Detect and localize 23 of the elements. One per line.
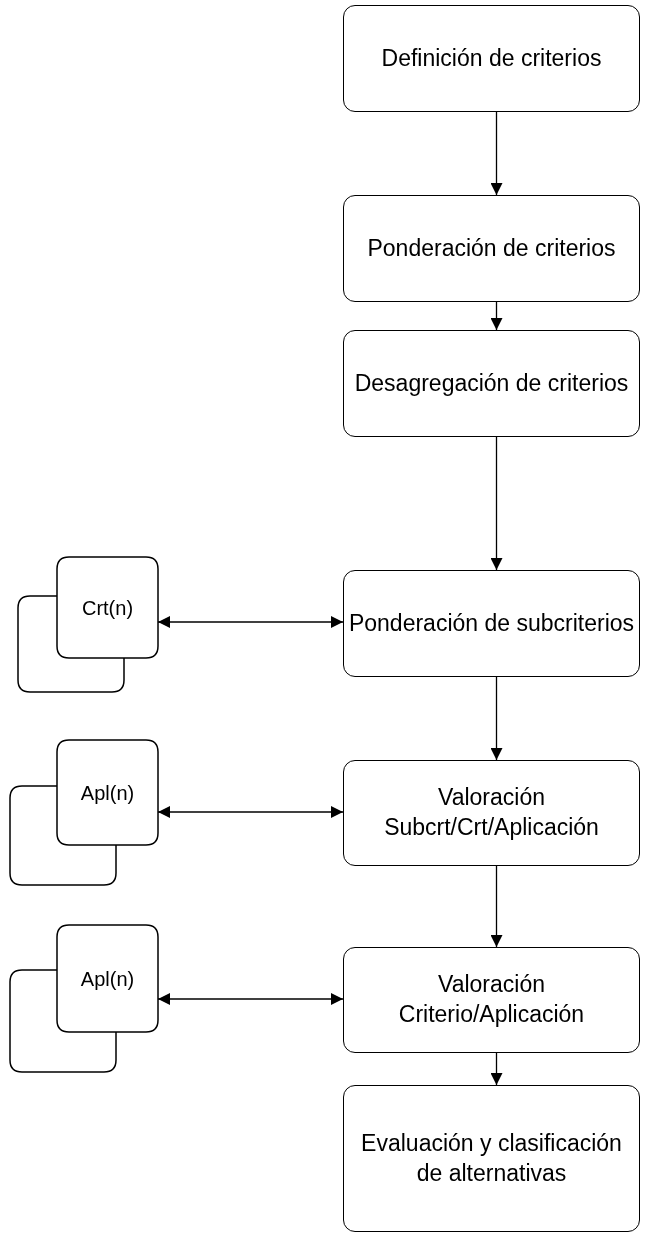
box-label: Crt(n) [81,595,134,621]
box-label: Evaluación y clasificación de alternativas [360,1128,623,1188]
box-label: Apl(n) [80,966,135,992]
process-box [343,570,640,677]
arrow [490,111,503,196]
box-label: Valoración Criterio/Aplicación [397,970,586,1029]
process-box [343,330,640,437]
process-box [343,195,640,302]
arrow [490,436,503,571]
process-box [343,5,640,112]
box-label: Definición de criterios [381,43,602,73]
process-box [343,1085,640,1232]
arrow [490,1052,503,1086]
box-label: Desagregación de criterios [354,368,629,398]
process-box [343,760,640,866]
process-box [343,947,640,1053]
arrow [490,676,503,761]
box-label: Valoración Subcrt/Crt/Aplicación [383,783,600,842]
box-label: Apl(n) [80,780,135,806]
arrow [490,865,503,948]
box-label: Ponderación de criterios [367,233,616,263]
arrow [490,301,503,331]
box-label: Ponderación de subcriterios [348,608,635,638]
